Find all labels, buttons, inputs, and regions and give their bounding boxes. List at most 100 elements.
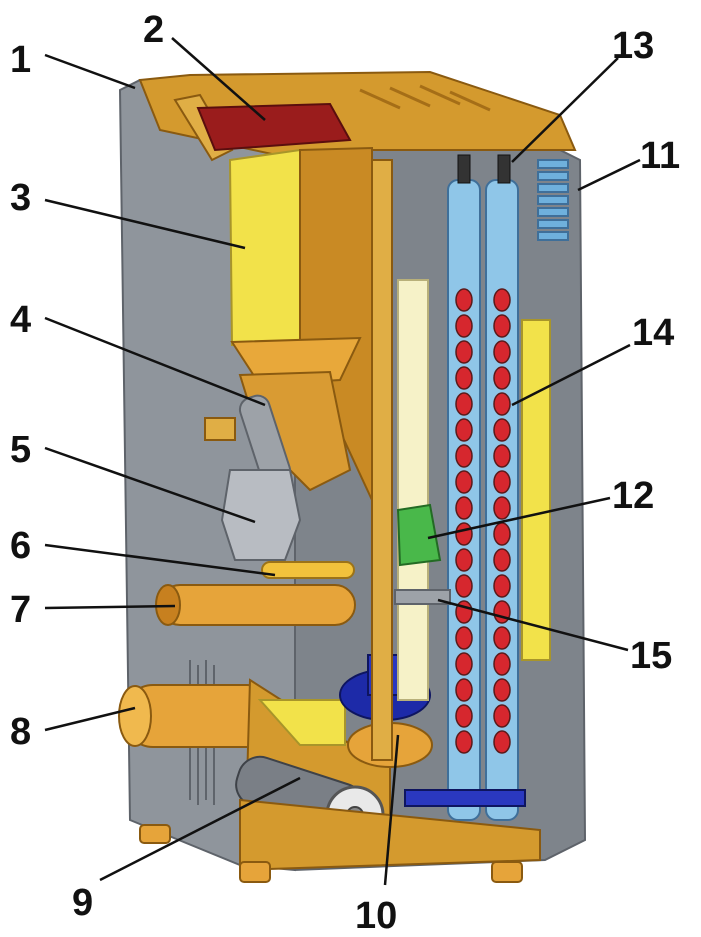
coil-bead — [493, 730, 511, 754]
callout-label: 3 — [10, 177, 31, 219]
turbulator-coil-left — [455, 288, 473, 754]
coil-bead — [493, 418, 511, 442]
auger-motor — [220, 469, 302, 561]
water-manifold — [404, 789, 526, 807]
callout-15: 15 — [437, 598, 672, 677]
callout-label: 10 — [355, 895, 397, 937]
boiler-body — [118, 70, 587, 883]
coil-bead — [493, 444, 511, 468]
callout-7: 7 — [10, 589, 176, 631]
leader-line — [511, 57, 619, 163]
coil-bead — [455, 730, 473, 754]
callout-label: 14 — [632, 312, 674, 354]
coil-bead — [493, 366, 511, 390]
coil-bead — [455, 652, 473, 676]
burner-grate — [396, 503, 442, 567]
foot-right — [491, 861, 523, 883]
callout-label: 1 — [10, 39, 31, 81]
tube-connector-right — [497, 154, 511, 184]
leader-line — [99, 776, 301, 882]
callout-4: 4 — [10, 299, 266, 407]
insulation-panel-left — [397, 279, 429, 701]
leader-line — [44, 316, 266, 407]
leader-line — [44, 53, 136, 90]
callout-14: 14 — [511, 312, 674, 407]
coil-bead — [455, 704, 473, 728]
callout-1: 1 — [10, 39, 136, 90]
callout-10: 10 — [355, 734, 400, 937]
leader-line — [383, 734, 400, 886]
coil-bead — [493, 340, 511, 364]
coil-bead — [493, 314, 511, 338]
callout-3: 3 — [10, 177, 246, 250]
coil-bead — [493, 704, 511, 728]
lower-pipe-opening — [118, 685, 152, 747]
callout-label: 9 — [72, 882, 93, 924]
coil-bead — [455, 548, 473, 572]
foot-left — [139, 824, 171, 844]
coil-bead — [493, 392, 511, 416]
coil-bead — [493, 574, 511, 598]
coil-bead — [455, 678, 473, 702]
coil-bead — [455, 392, 473, 416]
coil-bead — [493, 548, 511, 572]
leader-line — [577, 158, 641, 192]
leader-line — [171, 37, 266, 121]
leader-line — [44, 198, 246, 250]
coil-bead — [455, 340, 473, 364]
callout-label: 15 — [630, 635, 672, 677]
callout-label: 11 — [640, 135, 680, 177]
coil-bead — [455, 522, 473, 546]
turbulator-coil-right — [493, 288, 511, 754]
callout-label: 4 — [10, 299, 31, 341]
leader-line — [437, 598, 629, 652]
tube-connector-left — [457, 154, 471, 184]
callout-label: 2 — [143, 9, 164, 51]
callouts: 1 2 3 4 5 6 7 8 — [10, 9, 680, 937]
callout-11: 11 — [577, 135, 680, 192]
coil-bead — [493, 600, 511, 624]
combustion-chamber-wall — [371, 159, 393, 761]
igniter-rod — [261, 561, 355, 579]
callout-2: 2 — [143, 9, 266, 121]
coil-bead — [493, 470, 511, 494]
coil-bead — [493, 522, 511, 546]
coil-bead — [455, 288, 473, 312]
callout-9: 9 — [72, 776, 301, 924]
foot-front — [239, 861, 271, 883]
callout-13: 13 — [511, 25, 654, 163]
callout-label: 7 — [10, 589, 31, 631]
coil-bead — [455, 444, 473, 468]
coil-bead — [455, 626, 473, 650]
leader-line — [427, 496, 611, 540]
motor-bracket — [204, 417, 236, 441]
coil-bead — [493, 678, 511, 702]
callout-label: 6 — [10, 525, 31, 567]
coil-bead — [455, 470, 473, 494]
upper-pipe — [159, 584, 356, 626]
leader-line — [44, 446, 256, 524]
heat-exchanger-tubes — [447, 179, 519, 821]
hopper-lid — [196, 102, 352, 152]
callout-8: 8 — [10, 706, 136, 753]
coil-bead — [455, 366, 473, 390]
callout-5: 5 — [10, 429, 256, 524]
top-plate-slots — [359, 84, 491, 112]
leader-line — [44, 706, 136, 732]
callout-12: 12 — [427, 475, 654, 540]
callout-label: 5 — [10, 429, 31, 471]
coil-bead — [455, 496, 473, 520]
coil-bead — [455, 418, 473, 442]
coil-bead — [493, 288, 511, 312]
leader-line — [44, 604, 176, 610]
flue-baffle — [394, 589, 451, 605]
leader-line — [511, 343, 631, 407]
lower-chamber-wedge — [257, 699, 346, 746]
coil-bead — [493, 496, 511, 520]
callout-label: 13 — [612, 25, 654, 67]
callout-6: 6 — [10, 525, 276, 577]
callout-label: 12 — [612, 475, 654, 517]
callout-label: 8 — [10, 711, 31, 753]
coil-bead — [455, 574, 473, 598]
